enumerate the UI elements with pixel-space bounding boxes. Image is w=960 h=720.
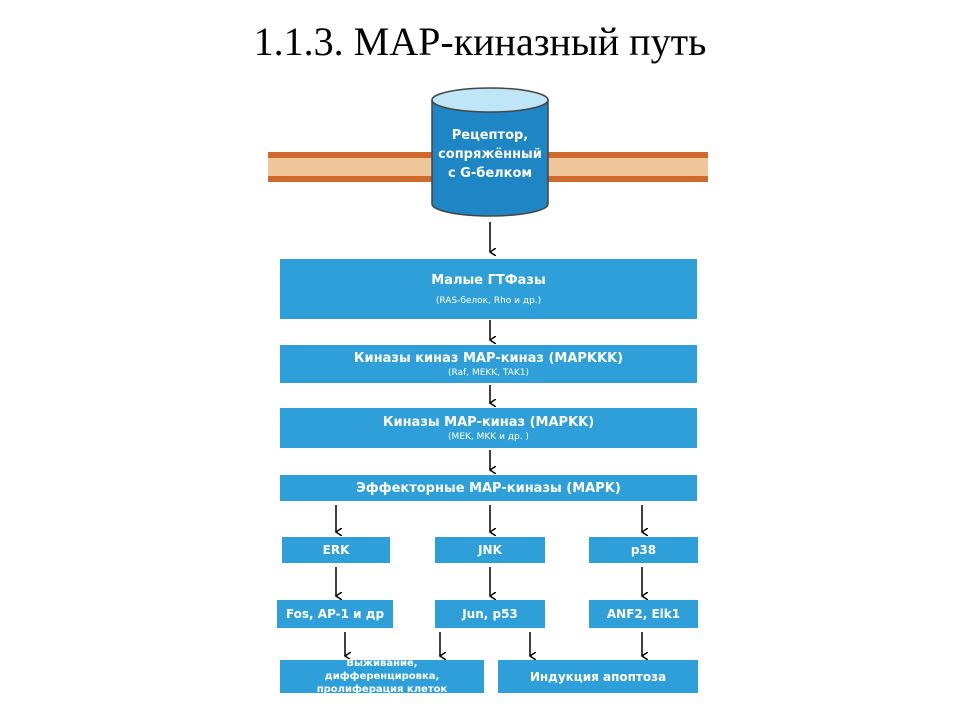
node-mapkkk: Киназы киназ MAP-киназ (MAPKKK) (Raf, ME… <box>280 345 697 383</box>
node-p38: p38 <box>589 537 698 563</box>
node-anf2-elk1: ANF2, Elk1 <box>589 600 698 628</box>
node-gtpases-label: Малые ГТФазы <box>431 272 546 288</box>
receptor-label-line3: с G-белком <box>447 166 533 181</box>
node-fos-ap1: Fos, AP-1 и др <box>277 600 393 628</box>
node-survival: Выживание, дифференцировка, пролиферация… <box>280 658 484 695</box>
node-mapkk-sub: (MEK, MKK и др. ) <box>448 431 529 442</box>
page-title: 1.1.3. MAP-киназный путь <box>253 19 707 64</box>
node-erk: ERK <box>282 537 390 563</box>
node-gtpases-sub: (RAS-белок, Rho и др.) <box>435 295 542 306</box>
node-gtpases: Малые ГТФазы (RAS-белок, Rho и др.) <box>280 259 697 319</box>
receptor-label: Рецептор, сопряжённый с G-белком <box>432 126 548 183</box>
node-mapkkk-label: Киназы киназ MAP-киназ (MAPKKK) <box>353 350 624 366</box>
receptor-label-line2: сопряжённый <box>438 147 542 162</box>
node-jnk: JNK <box>435 537 545 563</box>
node-mapk-label: Эффекторные MAP-киназы (MAPK) <box>356 480 621 496</box>
node-apoptosis: Индукция апоптоза <box>498 660 698 693</box>
node-mapk: Эффекторные MAP-киназы (MAPK) <box>280 475 697 501</box>
node-mapkkk-sub: (Raf, MEKK, TAK1) <box>447 367 530 378</box>
node-mapkk-label: Киназы MAP-киназ (MAPKK) <box>382 414 595 430</box>
node-jun-p53: Jun, p53 <box>435 600 545 628</box>
node-mapkk: Киназы MAP-киназ (MAPKK) (MEK, MKK и др.… <box>280 408 697 448</box>
receptor-label-line1: Рецептор, <box>451 128 529 143</box>
receptor-cylinder <box>431 87 549 217</box>
